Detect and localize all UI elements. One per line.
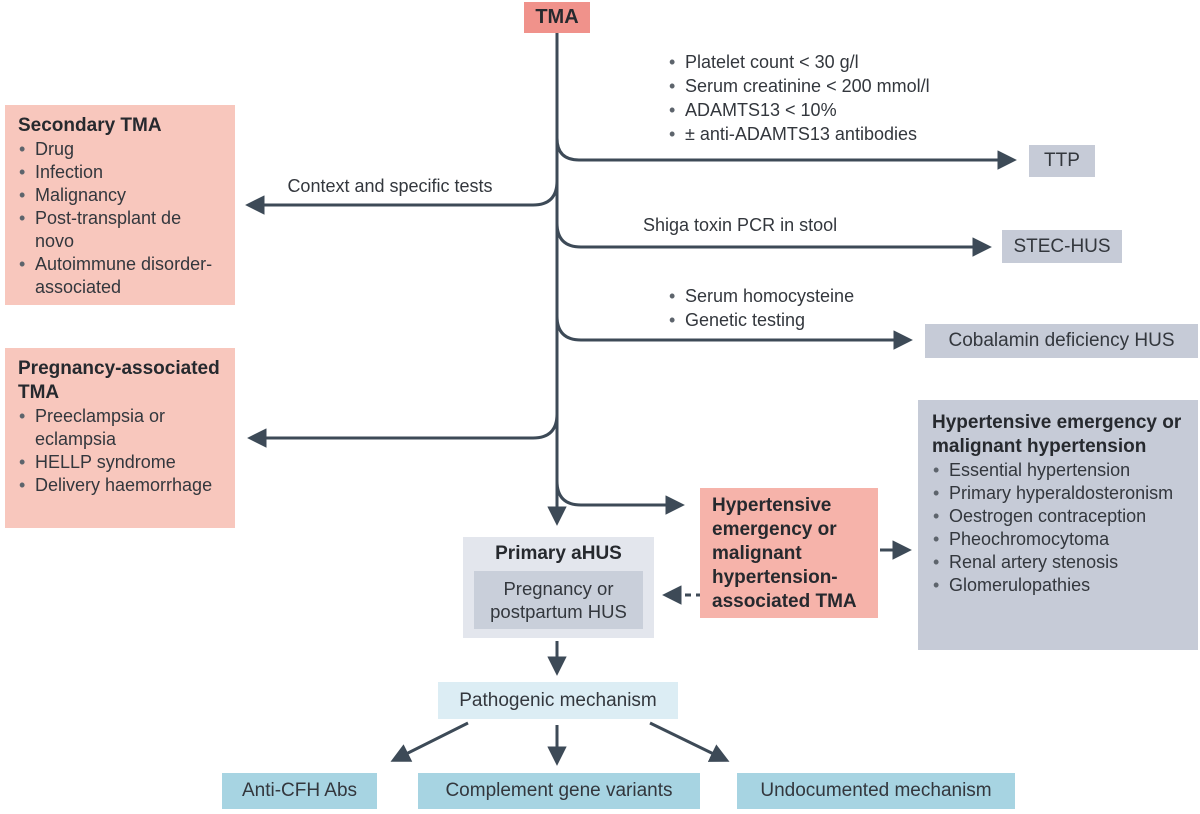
secondary-tma-item: Post-transplant de novo [18,207,222,253]
hypertension-cause-item: Essential hypertension [932,459,1184,482]
criteria-item: Platelet count < 30 g/l [668,50,930,74]
pregnancy-tma-item: Preeclampsia or eclampsia [18,405,222,451]
branch-ttp [555,137,1017,170]
pregnancy-tma-title: Pregnancy-associated TMA [18,358,220,403]
criteria-item: ± anti-ADAMTS13 antibodies [668,122,930,146]
pregnancy-tma-item: Delivery haemorrhage [18,474,222,497]
hypertension-causes-title: Hypertensive emergency or malignant hype… [932,412,1182,457]
primary-ahus-title: Primary aHUS [495,543,622,564]
secondary-tma-title: Secondary TMA [18,115,162,136]
hypertension-cause-item: Oestrogen contraception [932,505,1184,528]
pregnancy-tma-panel: Pregnancy-associated TMA Preeclampsia or… [5,348,235,528]
cobalamin-criteria-list: Serum homocysteine Genetic testing [668,284,854,332]
criteria-item: Serum creatinine < 200 mmol/l [668,74,930,98]
criteria-item: Genetic testing [668,308,854,332]
hypertension-cause-item: Renal artery stenosis [932,551,1184,574]
criteria-item: ADAMTS13 < 10% [668,98,930,122]
secondary-tma-item: Malignancy [18,184,222,207]
primary-ahus-node: Primary aHUS Pregnancy or postpartum HUS [463,537,654,638]
branch-cobalamin [555,315,913,350]
branch-hypertensive [555,480,685,515]
ttp-node: TTP [1029,145,1095,177]
criteria-item: Serum homocysteine [668,284,854,308]
branch-context [245,180,559,215]
cobalamin-hus-node: Cobalamin deficiency HUS [925,324,1198,358]
hypertension-causes-panel: Hypertensive emergency or malignant hype… [918,400,1198,650]
ttp-criteria-list: Platelet count < 30 g/l Serum creatinine… [668,50,930,146]
branch-stec [555,222,992,257]
hypertension-cause-item: Glomerulopathies [932,574,1184,597]
pregnancy-tma-item: HELLP syndrome [18,451,222,474]
context-tests-label: Context and specific tests [287,176,493,196]
hypertension-cause-item: Pheochromocytoma [932,528,1184,551]
secondary-tma-item: Drug [18,138,222,161]
pathogenic-mechanism-node: Pathogenic mechanism [438,682,678,719]
secondary-tma-item: Infection [18,161,222,184]
secondary-tma-item: Autoimmune disorder-associated [18,253,222,299]
tma-root-node: TMA [524,2,590,33]
arrow-to-undocumented [649,721,730,762]
hypertension-cause-item: Primary hyperaldosteronism [932,482,1184,505]
anti-cfh-abs-node: Anti-CFH Abs [222,773,377,809]
stec-hus-node: STEC-HUS [1002,230,1122,263]
hypertensive-tma-node: Hypertensive emergency or malignant hype… [700,488,878,618]
branch-pregnancy [247,413,559,448]
shiga-toxin-label: Shiga toxin PCR in stool [643,215,838,235]
secondary-tma-panel: Secondary TMA Drug Infection Malignancy … [5,105,235,305]
complement-gene-variants-node: Complement gene variants [418,773,700,809]
arrow-to-anticfh [390,721,469,762]
undocumented-mechanism-node: Undocumented mechanism [737,773,1015,809]
pregnancy-postpartum-hus-node: Pregnancy or postpartum HUS [474,571,643,629]
